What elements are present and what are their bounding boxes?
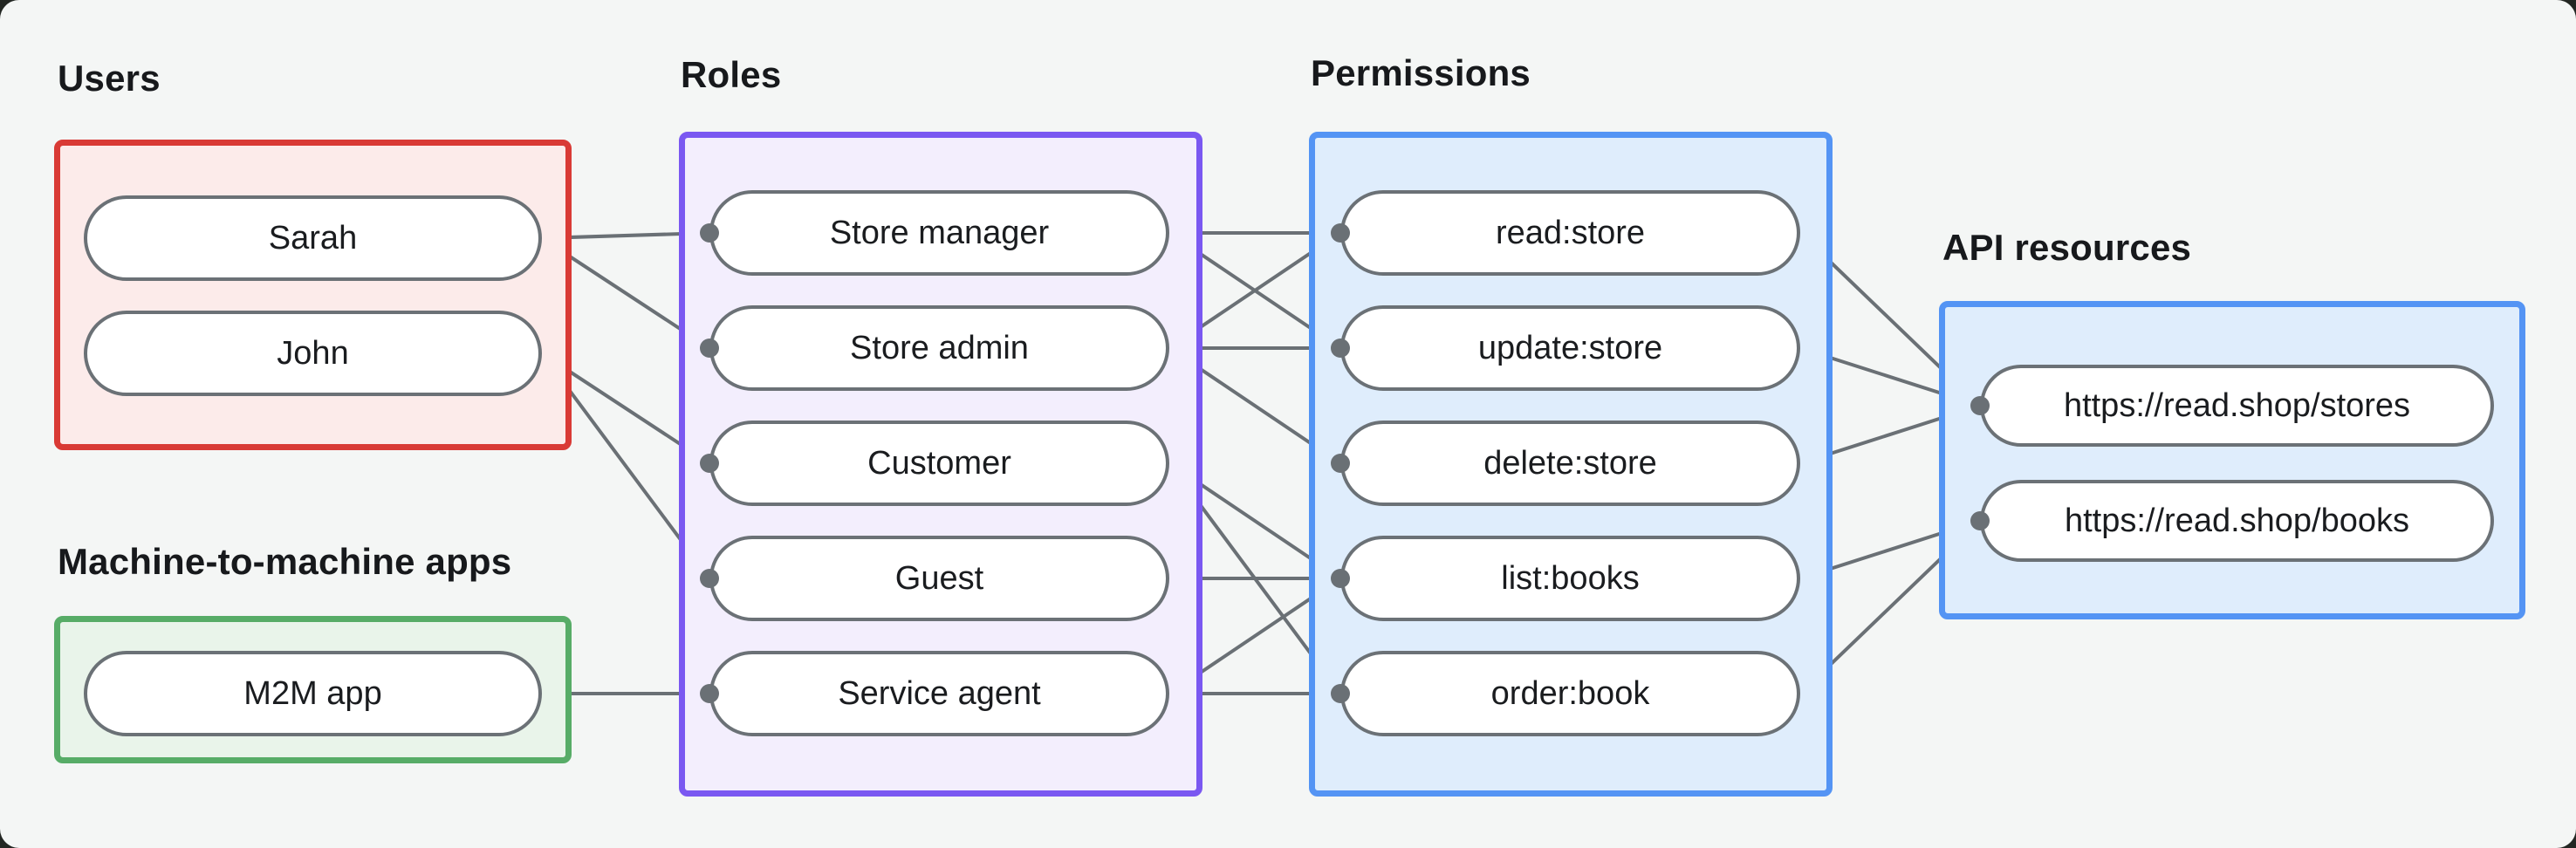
node-label: M2M app <box>243 674 382 712</box>
node-label: delete:store <box>1483 444 1657 482</box>
node-label: order:book <box>1490 674 1650 712</box>
node-service-agent: Service agent <box>709 651 1169 736</box>
node-label: Sarah <box>268 219 358 256</box>
node-store-admin: Store admin <box>709 305 1169 391</box>
node-label: read:store <box>1495 214 1646 251</box>
node-list-books: list:books <box>1340 536 1800 621</box>
node-label: John <box>277 334 349 372</box>
group-label-m2m: Machine-to-machine apps <box>58 541 512 582</box>
group-label-api: API resources <box>1942 227 2192 268</box>
node-label: Customer <box>867 444 1011 482</box>
group-box-api <box>1939 301 2525 619</box>
node-stores-api: https://read.shop/stores <box>1980 365 2494 447</box>
node-label: list:books <box>1501 559 1640 597</box>
node-delete-store: delete:store <box>1340 421 1800 506</box>
node-store-manager: Store manager <box>709 190 1169 276</box>
node-label: update:store <box>1477 329 1663 366</box>
node-label: Store manager <box>829 214 1050 251</box>
node-label: Service agent <box>838 674 1041 712</box>
node-guest: Guest <box>709 536 1169 621</box>
node-john: John <box>84 311 542 396</box>
node-label: https://read.shop/books <box>2064 502 2410 539</box>
node-label: https://read.shop/stores <box>2063 386 2411 424</box>
group-label-permissions: Permissions <box>1311 52 1531 93</box>
node-label: Store admin <box>850 329 1029 366</box>
node-sarah: Sarah <box>84 195 542 281</box>
node-order-book: order:book <box>1340 651 1800 736</box>
group-label-roles: Roles <box>681 54 782 95</box>
node-read-store: read:store <box>1340 190 1800 276</box>
node-m2m-app: M2M app <box>84 651 542 736</box>
node-update-store: update:store <box>1340 305 1800 391</box>
group-label-users: Users <box>58 58 161 99</box>
node-books-api: https://read.shop/books <box>1980 480 2494 562</box>
node-label: Guest <box>894 559 984 597</box>
node-customer: Customer <box>709 421 1169 506</box>
group-box-users <box>54 140 572 450</box>
